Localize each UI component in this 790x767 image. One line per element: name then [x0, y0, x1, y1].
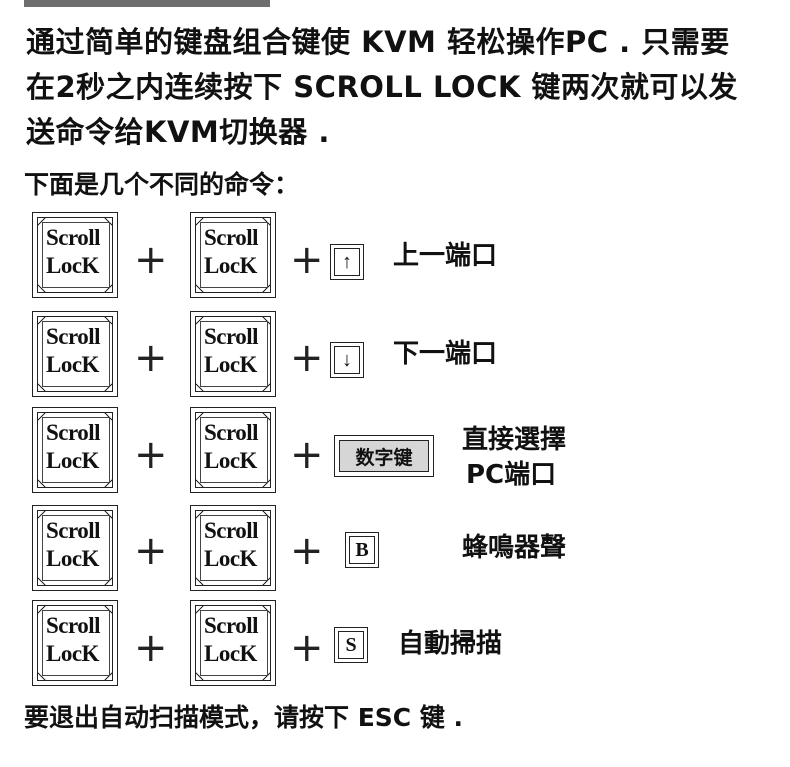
keycap-line-2: LocK — [204, 546, 257, 571]
command-label-line-1: 直接選擇 — [462, 425, 567, 455]
keycap-line-1: Scroll — [204, 613, 259, 638]
down-arrow-icon: ↓ — [334, 346, 360, 374]
keycap-line-1: Scroll — [46, 420, 101, 445]
keycap-line-2: LocK — [204, 448, 257, 473]
plus-sign: + — [134, 625, 168, 671]
top-divider-bar — [24, 0, 270, 7]
command-label: 自動掃描 — [398, 629, 503, 659]
keycap-line-1: Scroll — [204, 225, 259, 250]
commands-heading: 下面是几个不同的命令： — [24, 170, 300, 199]
keycap-line-1: Scroll — [46, 613, 101, 638]
s-key-label: S — [338, 631, 364, 659]
command-label: 上一端口 — [393, 241, 498, 271]
keycap-line-1: Scroll — [204, 420, 259, 445]
command-label-line-2: PC端口 — [466, 460, 557, 490]
keycap-line-2: LocK — [204, 641, 257, 666]
keycap-line-2: LocK — [46, 448, 99, 473]
plus-sign: + — [290, 335, 324, 381]
number-key-label: 数字键 — [339, 440, 429, 472]
plus-sign: + — [134, 432, 168, 478]
keycap-line-2: LocK — [46, 352, 99, 377]
footer-note: 要退出自动扫描模式，请按下 ESC 键 . — [24, 703, 464, 732]
command-label: 下一端口 — [393, 339, 498, 369]
intro-line-3: 送命令给KVM切换器 . — [26, 115, 330, 149]
plus-sign: + — [134, 237, 168, 283]
keycap-line-1: Scroll — [46, 225, 101, 250]
plus-sign: + — [134, 335, 168, 381]
keycap-line-2: LocK — [46, 641, 99, 666]
up-arrow-key: ↑ — [330, 244, 364, 280]
intro-line-1: 通过简单的键盘组合键使 KVM 轻松操作PC . 只需要 — [26, 25, 730, 59]
up-arrow-icon: ↑ — [334, 248, 360, 276]
down-arrow-key: ↓ — [330, 342, 364, 378]
b-key: B — [345, 532, 379, 568]
s-key: S — [334, 627, 368, 663]
intro-paragraph: 通过简单的键盘组合键使 KVM 轻松操作PC . 只需要 在2秒之内连续按下 S… — [26, 20, 766, 155]
plus-sign: + — [290, 432, 324, 478]
plus-sign: + — [290, 625, 324, 671]
plus-sign: + — [134, 528, 168, 574]
number-key: 数字键 — [334, 435, 434, 477]
keycap-line-1: Scroll — [46, 518, 101, 543]
keycap-line-2: LocK — [46, 546, 99, 571]
command-label: 蜂鳴器聲 — [462, 533, 567, 563]
keycap-line-2: LocK — [46, 253, 99, 278]
keycap-line-1: Scroll — [204, 518, 259, 543]
plus-sign: + — [290, 528, 324, 574]
intro-line-2: 在2秒之内连续按下 SCROLL LOCK 键两次就可以发 — [26, 70, 738, 104]
keycap-line-1: Scroll — [204, 324, 259, 349]
plus-sign: + — [290, 237, 324, 283]
keycap-line-2: LocK — [204, 352, 257, 377]
keycap-line-2: LocK — [204, 253, 257, 278]
keycap-line-1: Scroll — [46, 324, 101, 349]
b-key-label: B — [349, 536, 375, 564]
